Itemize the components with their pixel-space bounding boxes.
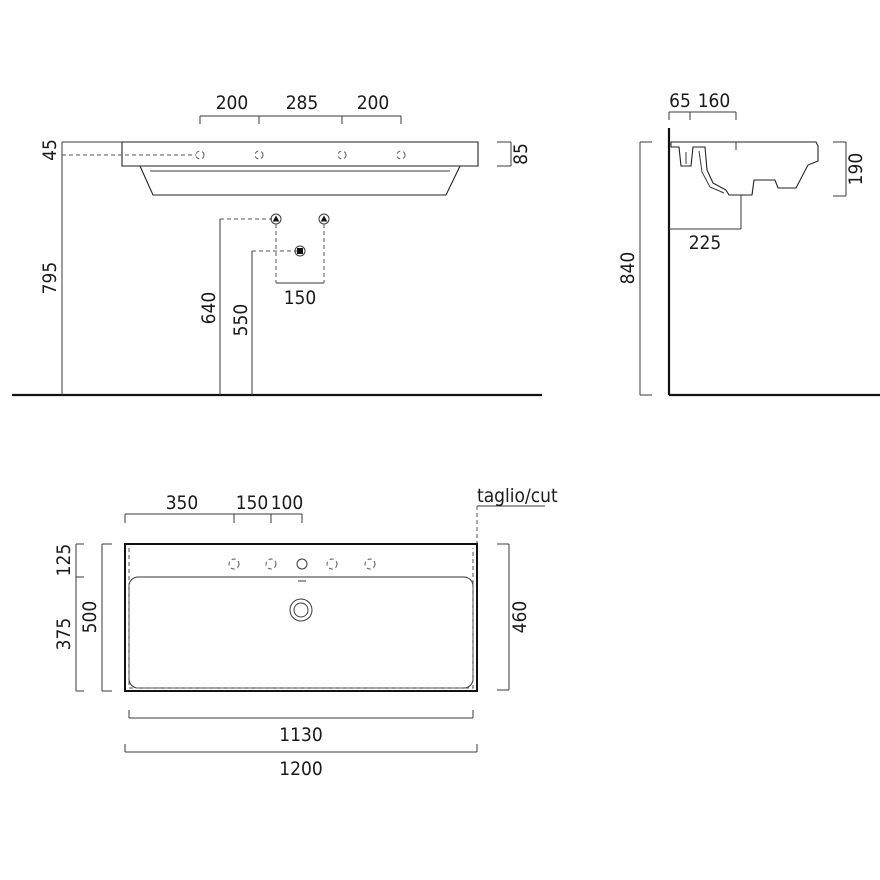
dim-total-height-group: 840 bbox=[617, 141, 652, 396]
dim-waste-height: 550 bbox=[230, 304, 252, 337]
dim-rim-thickness: 45 bbox=[39, 139, 61, 161]
dim-wall-offset: 65 bbox=[669, 90, 691, 112]
plan-view: 350 150 100 taglio/cut bbox=[53, 485, 558, 780]
dim-top-mid: 285 bbox=[286, 92, 319, 114]
dim-waste-height-group: 550 bbox=[230, 250, 297, 395]
dim-basin-height-group: 85 bbox=[497, 141, 532, 167]
cut-annotation: taglio/cut bbox=[476, 485, 558, 544]
dim-top-right: 200 bbox=[357, 92, 390, 114]
water-supply-cold-icon bbox=[320, 215, 328, 222]
plan-left-dimension: 125 375 500 bbox=[53, 543, 112, 692]
dim-right-depth: 460 bbox=[509, 601, 531, 634]
dim-rim-height: 795 bbox=[39, 262, 61, 295]
dim-basin-height: 85 bbox=[510, 143, 532, 165]
plan-tap-holes bbox=[228, 558, 376, 582]
dim-rim-thickness-group: 45 bbox=[39, 139, 122, 161]
dim-total-height: 840 bbox=[617, 252, 639, 285]
dim-basin-depth: 190 bbox=[845, 153, 867, 186]
front-basin-bowl bbox=[139, 165, 461, 196]
tap-hole-icon bbox=[228, 558, 240, 570]
tap-hole-icon bbox=[195, 150, 205, 160]
tap-hole-icon bbox=[337, 150, 347, 160]
tap-hole-icon bbox=[296, 558, 308, 570]
cut-label: taglio/cut bbox=[477, 485, 558, 507]
side-top-dimension: 65 160 bbox=[668, 90, 737, 120]
dim-total-width: 1200 bbox=[279, 758, 323, 780]
dim-rim-height-group: 795 bbox=[39, 155, 63, 395]
drain-icon bbox=[289, 598, 313, 622]
dim-waste-offset: 225 bbox=[689, 232, 722, 254]
dim-plan-mid: 150 bbox=[236, 492, 269, 514]
water-supply-hot-icon bbox=[272, 215, 280, 222]
plan-basin-bowl bbox=[128, 576, 474, 689]
front-connection-points: 150 bbox=[270, 213, 330, 309]
plan-right-dimension: 460 bbox=[497, 543, 531, 691]
dim-supply-spacing: 150 bbox=[284, 287, 317, 309]
side-basin-profile bbox=[670, 141, 819, 196]
tap-hole-icon bbox=[265, 558, 277, 570]
dim-plan-left: 350 bbox=[166, 492, 199, 514]
tap-hole-icon bbox=[254, 150, 264, 160]
plan-drain bbox=[289, 598, 313, 622]
dim-supply-height-group: 640 bbox=[198, 218, 272, 395]
dim-top-left: 200 bbox=[216, 92, 249, 114]
plan-top-dimension: 350 150 100 bbox=[124, 492, 304, 523]
side-section: 65 160 190 225 840 bbox=[617, 90, 880, 397]
tap-hole-icon bbox=[326, 558, 338, 570]
dim-back-band: 125 bbox=[53, 544, 75, 577]
dim-inner-width: 1130 bbox=[279, 724, 323, 746]
front-tap-holes bbox=[62, 150, 406, 160]
dim-supply-height: 640 bbox=[198, 292, 220, 325]
waste-outlet-icon bbox=[297, 248, 303, 254]
front-elevation: 200 285 200 45 85 bbox=[12, 92, 542, 397]
plan-cut-line bbox=[128, 548, 474, 689]
dim-waste-offset-group: 225 bbox=[669, 195, 742, 254]
plan-bottom-dimension: 1130 1200 bbox=[124, 710, 478, 780]
tap-hole-icon bbox=[396, 150, 406, 160]
dim-tap-offset: 160 bbox=[698, 90, 731, 112]
dim-basin-depth-group: 190 bbox=[833, 141, 867, 197]
front-top-dimension: 200 285 200 bbox=[199, 92, 402, 124]
front-basin-rim bbox=[121, 141, 479, 167]
dim-plan-right: 100 bbox=[271, 492, 304, 514]
dim-total-depth: 500 bbox=[79, 601, 101, 634]
tap-hole-icon bbox=[364, 558, 376, 570]
dim-bowl-depth: 375 bbox=[53, 618, 75, 651]
